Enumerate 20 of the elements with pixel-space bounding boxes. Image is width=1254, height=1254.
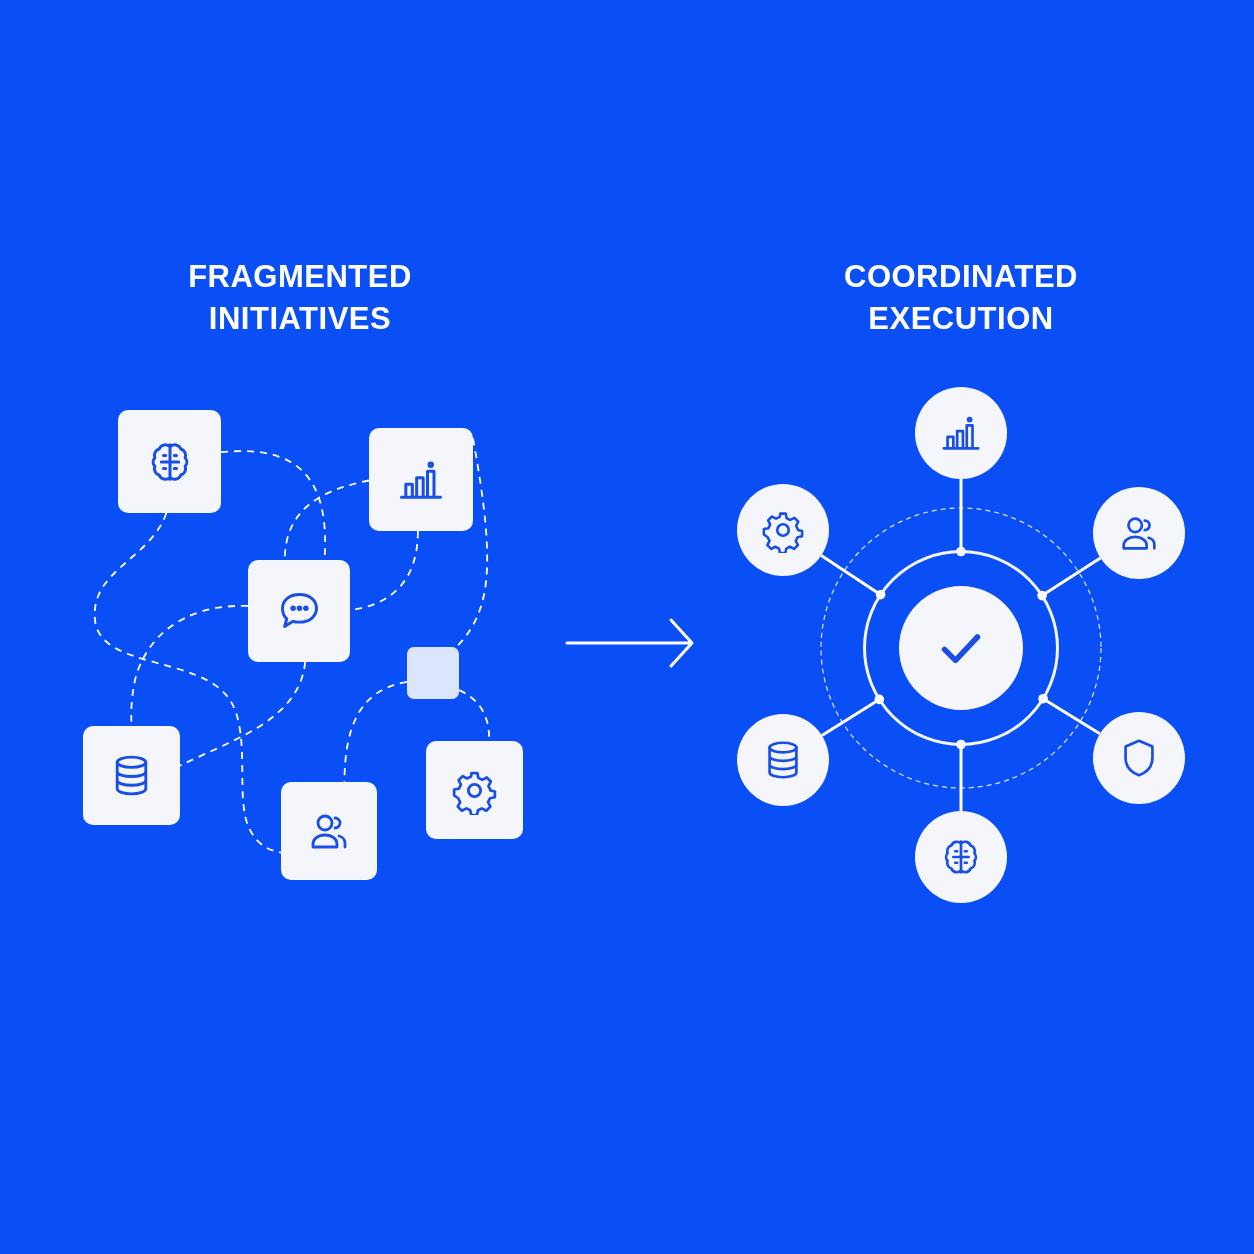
section-heading: FRAGMENTED INITIATIVES (187, 258, 413, 338)
dashed-connector (343, 680, 408, 783)
icon-tile (426, 741, 523, 839)
hub-ring (863, 550, 1059, 746)
icon-tile (281, 782, 377, 880)
connector-line (1038, 693, 1101, 736)
icon-tile (369, 428, 473, 531)
connector-line (820, 554, 886, 600)
dashed-connector (455, 437, 489, 648)
icon-tile (118, 410, 221, 513)
blank-tile (407, 647, 459, 699)
section-heading: COORDINATED EXECUTION (843, 258, 1079, 338)
icon-tile (83, 726, 180, 825)
dashed-connector (94, 512, 282, 854)
connector-line (956, 739, 966, 811)
icon-tile (248, 560, 350, 662)
connector-line (821, 694, 885, 737)
connector-line (956, 479, 966, 557)
dashed-connector (179, 661, 306, 767)
connector-line (1037, 556, 1102, 601)
